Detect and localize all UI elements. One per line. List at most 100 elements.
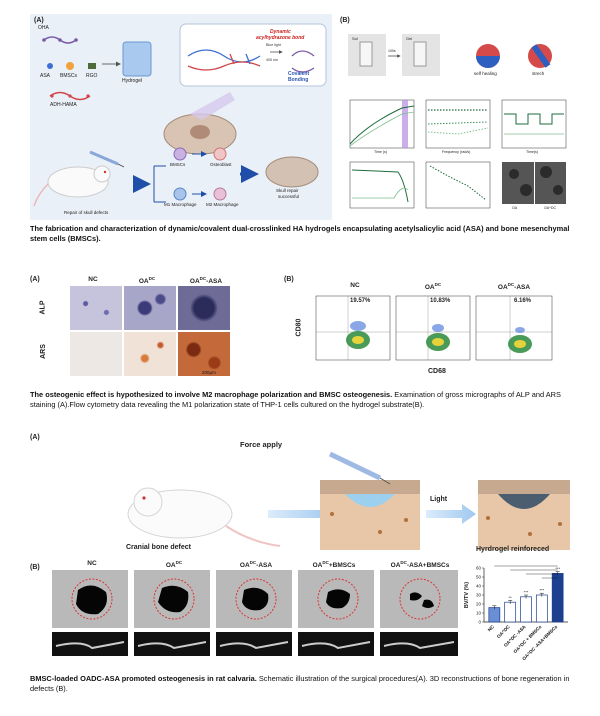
x-tick-label-1: OA^DC: [496, 624, 511, 639]
label-time-axis-2: Time(s): [526, 150, 539, 154]
fig1-schematic: [33, 23, 327, 207]
step-strain-plot: [501, 99, 567, 149]
y-tick-label: 60: [476, 566, 482, 571]
fig2-label-b: (B): [284, 276, 294, 283]
m2-cell-image: [213, 187, 227, 201]
label-cranial-defect: Cranial bone defect: [126, 544, 191, 551]
fig3b-col-oadc-asa: OADC-ASA: [239, 560, 273, 570]
bar-0: [488, 607, 501, 623]
label-light: Light: [430, 496, 448, 503]
significance-star-2: ***: [539, 588, 544, 593]
label-dynamic: Dynamic: [270, 29, 291, 35]
label-asa: ASA: [40, 73, 51, 79]
fig2a-row-alp: ALP: [39, 300, 47, 315]
rgo-sheet: [88, 63, 96, 69]
label-hydrogel: Hydrogel: [122, 78, 143, 84]
step-arrow-2: [426, 504, 476, 524]
fig3b-col-oadc: OADC: [165, 560, 183, 570]
syringe-illustration: [328, 451, 382, 481]
microct-oadc-asa: [216, 570, 292, 656]
fig1-label-a: (A): [34, 17, 44, 24]
fig1-panel-b: (B) Sol Ge: [338, 14, 570, 220]
fig3-surgery-schematic: [127, 451, 570, 550]
label-405nm: 405 nm: [266, 58, 278, 62]
label-bmscs-cell: BMSCs: [170, 162, 186, 167]
x-tick-label-0: NC: [487, 624, 496, 633]
fig2-caption: The osteogenic effect is hypothesized to…: [30, 390, 561, 409]
label-transition-time: 100s: [388, 49, 396, 53]
label-adh-hama: ADH-HAMA: [50, 102, 77, 108]
label-bmscs: BMSCs: [60, 73, 77, 79]
fig3-panel-b: (B) NC OADC OADC-ASA OADC+BMSCs OADC-ASA…: [30, 560, 480, 662]
viscosity-plot: [425, 161, 491, 209]
label-hydrogel-reinforced: Hyrdrogel reinforeced: [476, 546, 550, 553]
flow-cytometry-plots: [315, 295, 553, 361]
label-frequency-axis: Frequency (rad/s): [442, 150, 471, 154]
label-gel: Gel: [406, 36, 413, 41]
scale-bar-label: 200μm: [202, 370, 216, 375]
gelation-time-plot: [349, 99, 415, 149]
label-m2: M2 Macrophage: [206, 202, 239, 207]
alp-oadc-asa-micrograph: [178, 286, 230, 330]
significance-star-3: ***: [555, 566, 560, 571]
label-skull-repair: Skull repair: [276, 188, 299, 193]
flow-plot-oadc-asa: [475, 295, 553, 361]
y-tick-label: 20: [476, 602, 482, 607]
fig3-caption: BMSC-loaded OADC-ASA promoted osteogenes…: [30, 674, 570, 693]
cd80-axis-label: CD80: [295, 318, 303, 337]
flow-plot-oadc: [395, 295, 471, 361]
significance-star-1: ***: [524, 590, 529, 595]
ars-nc-micrograph: [70, 332, 122, 376]
y-tick-label: 50: [476, 575, 482, 580]
label-strech: strech: [532, 71, 545, 76]
bmsc-cell-image: [173, 147, 187, 161]
label-covalent: Covalent: [288, 71, 310, 77]
fig2a-col-oadc-asa: OADC-ASA: [189, 276, 223, 286]
oha-molecule: [42, 36, 78, 44]
fig1-caption: The fabrication and characterization of …: [30, 224, 570, 243]
alp-nc-micrograph: [70, 286, 122, 330]
bmscs-dot: [66, 62, 74, 70]
fig2-panel-b: (B) NC OADC OADC-ASA 19.57% 10.83% 6.16%…: [282, 276, 570, 386]
fig2b-col-oadc-asa: OADC-ASA: [497, 282, 531, 292]
label-bonding: Bonding: [288, 77, 309, 83]
label-blue-light: Blue light: [266, 43, 281, 47]
hydrogel-vial: [122, 41, 152, 77]
fig2a-col-nc: NC: [88, 276, 98, 283]
label-m1: M1 Macrophage: [164, 202, 197, 207]
bar-1: [504, 601, 517, 623]
asa-dot: [47, 63, 53, 69]
fig3-label-b: (B): [30, 564, 40, 571]
fig1-panel-a: (A) OHA ASA BMSCs RGO ADH-HAMA Hydrogel …: [30, 14, 332, 220]
fig2-label-a: (A): [30, 276, 40, 283]
microct-oadc-asa-bmscs: [380, 570, 458, 656]
label-sem-oadc: OA^DC: [544, 206, 557, 210]
label-sem-oa: OA: [512, 206, 518, 210]
flow-plot-nc: [315, 295, 391, 361]
y-tick-label: 30: [476, 593, 482, 598]
syringe-icon: [89, 150, 119, 166]
micro-ct-images: [52, 570, 458, 656]
microct-nc: [52, 570, 128, 656]
fig3-panel-a: (A) Force apply Cranial bone defect Ligh…: [30, 434, 570, 558]
rat-image: [47, 166, 109, 198]
step-arrow-1: [268, 504, 334, 524]
fig3b-col-nc: NC: [87, 560, 97, 567]
y-tick-label: 10: [476, 611, 482, 616]
fig3-label-a: (A): [30, 434, 40, 441]
light-beam: [190, 92, 235, 120]
label-rgo: RGO: [86, 73, 98, 79]
alp-oadc-micrograph: [124, 286, 176, 330]
m1-cell-image: [173, 187, 187, 201]
fig3b-col-oadc-asa-bmscs: OADC-ASA+BMSCs: [390, 560, 450, 570]
fig2a-row-ars: ARS: [39, 344, 47, 359]
significance-star-0: **: [509, 595, 513, 600]
label-oha: OHA: [38, 25, 49, 31]
bar-4: [551, 573, 564, 623]
bar-2: [520, 596, 532, 623]
y-axis-title: BV/TV (%): [464, 582, 470, 608]
label-repair-defects: Repair of skull defects: [64, 210, 109, 215]
label-acylhydrazone: acylhydrazone bond: [256, 35, 305, 41]
